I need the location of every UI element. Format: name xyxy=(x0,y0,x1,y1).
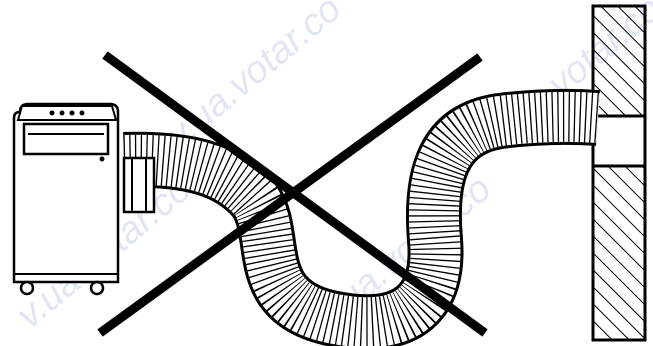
watermark-text: v.ua.votar.co xyxy=(159,0,349,157)
air-conditioner-icon xyxy=(14,104,118,294)
wall-icon xyxy=(593,6,645,340)
